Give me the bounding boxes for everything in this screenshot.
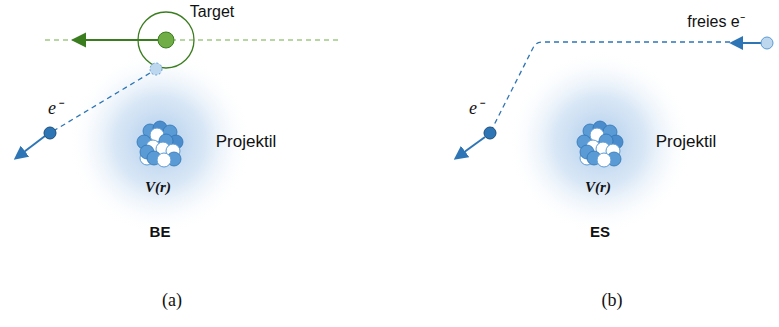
electron-path: [490, 42, 730, 133]
target-label: Target: [190, 3, 234, 21]
target-trajectory: [45, 39, 340, 40]
free-electron-label: freies e⁻: [687, 13, 744, 31]
nucleus: [577, 121, 623, 167]
potential-label: V(r): [585, 179, 611, 196]
electron-velocity-arrow: [732, 42, 762, 44]
panel-tag: BE: [150, 223, 171, 240]
electron-velocity-arrow: [456, 137, 485, 158]
projectile-label: Projektil: [216, 132, 276, 152]
potential-label: V(r): [145, 179, 171, 196]
electron-label: e⁻: [469, 98, 483, 119]
nucleus: [137, 121, 183, 167]
subfigure-label: (b): [602, 290, 623, 311]
subfigure-label: (a): [162, 290, 182, 311]
electron: [44, 127, 56, 139]
target-nucleus: [158, 32, 174, 48]
electron-label: e⁻: [48, 98, 62, 119]
target-velocity-arrow: [74, 39, 158, 41]
target-orbit: [138, 12, 194, 68]
electron-velocity-arrow: [16, 136, 45, 158]
electron: [484, 127, 496, 139]
free-electron: [761, 37, 773, 49]
projectile-label: Projektil: [656, 132, 716, 152]
panel-tag: ES: [590, 223, 610, 240]
bound-electron: [150, 63, 162, 75]
electron-path: [50, 73, 150, 133]
